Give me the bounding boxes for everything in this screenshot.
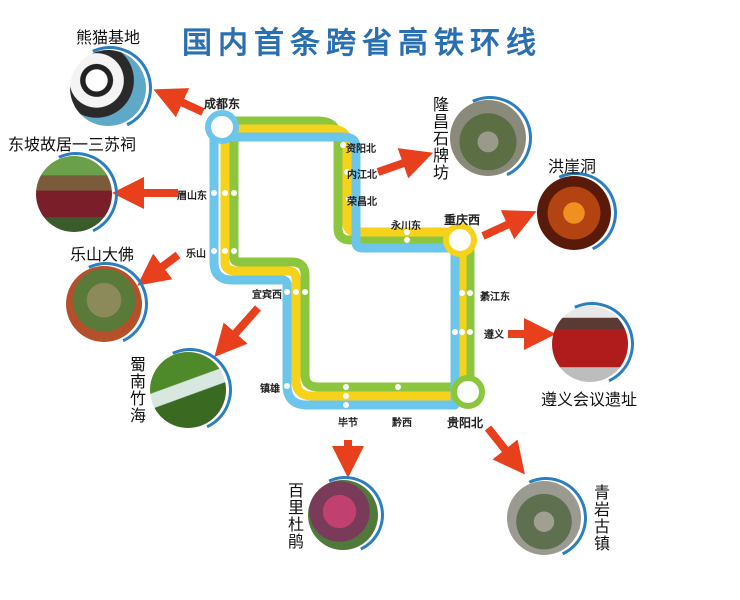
photo-leshan-buddha [66, 266, 142, 342]
hub-chongqing-west [443, 223, 477, 257]
attraction-leshan-buddha: 乐山大佛 [70, 245, 135, 264]
attraction-hongyadong: 洪崖洞 [548, 157, 597, 176]
station-qijiang-east: 綦江东 [480, 292, 510, 303]
station-rongchang-north: 荣昌北 [347, 197, 377, 208]
attraction-dongpo-residence: 东坡故居一三苏祠 [8, 135, 137, 154]
attraction-zunyi-meeting-site: 遵义会议遗址 [541, 390, 638, 409]
station-qianxi: 黔西 [392, 418, 412, 429]
attraction-panda-base: 熊猫基地 [76, 28, 141, 47]
photo-panda-base [70, 50, 146, 126]
photo-longchang-archway [450, 100, 526, 176]
station-meishan-east: 眉山东 [177, 191, 207, 202]
photo-hongyadong [537, 176, 611, 250]
photo-baili-azalea [308, 480, 378, 550]
hub-label-chongqing-west: 重庆西 [444, 213, 481, 227]
hub-guiyang-north [451, 375, 485, 409]
arrow-to-hongyadong [481, 210, 537, 240]
attraction-qingyan-ancient-town: 青岩古镇 [591, 484, 610, 552]
photo-zunyi-meeting-site [552, 306, 628, 382]
station-bijie: 毕节 [338, 418, 358, 429]
attraction-longchang-archway: 隆昌石牌坊 [430, 96, 449, 181]
station-neijiang-north: 内江北 [347, 170, 377, 181]
station-yibin-west: 宜宾西 [252, 290, 282, 301]
hub-label-chengdu-east: 成都东 [204, 97, 241, 111]
station-zhenxiong: 镇雄 [260, 384, 280, 395]
station-ziyang-north: 资阳北 [346, 144, 376, 155]
arrow-to-leshan [137, 251, 181, 286]
station-leshan: 乐山 [186, 249, 206, 260]
hub-label-guiyang-north: 贵阳北 [447, 416, 484, 430]
photo-dongpo-residence [36, 156, 112, 232]
station-zunyi: 遵义 [484, 330, 504, 341]
rail-line-blue [209, 132, 460, 410]
station-yongchuan-east: 永川东 [391, 221, 421, 232]
hub-chengdu-east [205, 110, 239, 144]
arrow-to-panda [153, 88, 205, 118]
arrow-to-qingyan [484, 425, 525, 475]
photo-shunan-bamboo-sea [150, 352, 226, 428]
attraction-shunan-bamboo-sea: 蜀南竹海 [127, 356, 146, 424]
arrow-to-shunan [214, 305, 261, 357]
photo-qingyan-ancient-town [507, 481, 581, 555]
attraction-baili-azalea: 百里杜鹃 [285, 482, 304, 550]
arrow-to-longchang [376, 148, 434, 179]
map-title: 国内首条跨省高铁环线 [182, 26, 542, 61]
